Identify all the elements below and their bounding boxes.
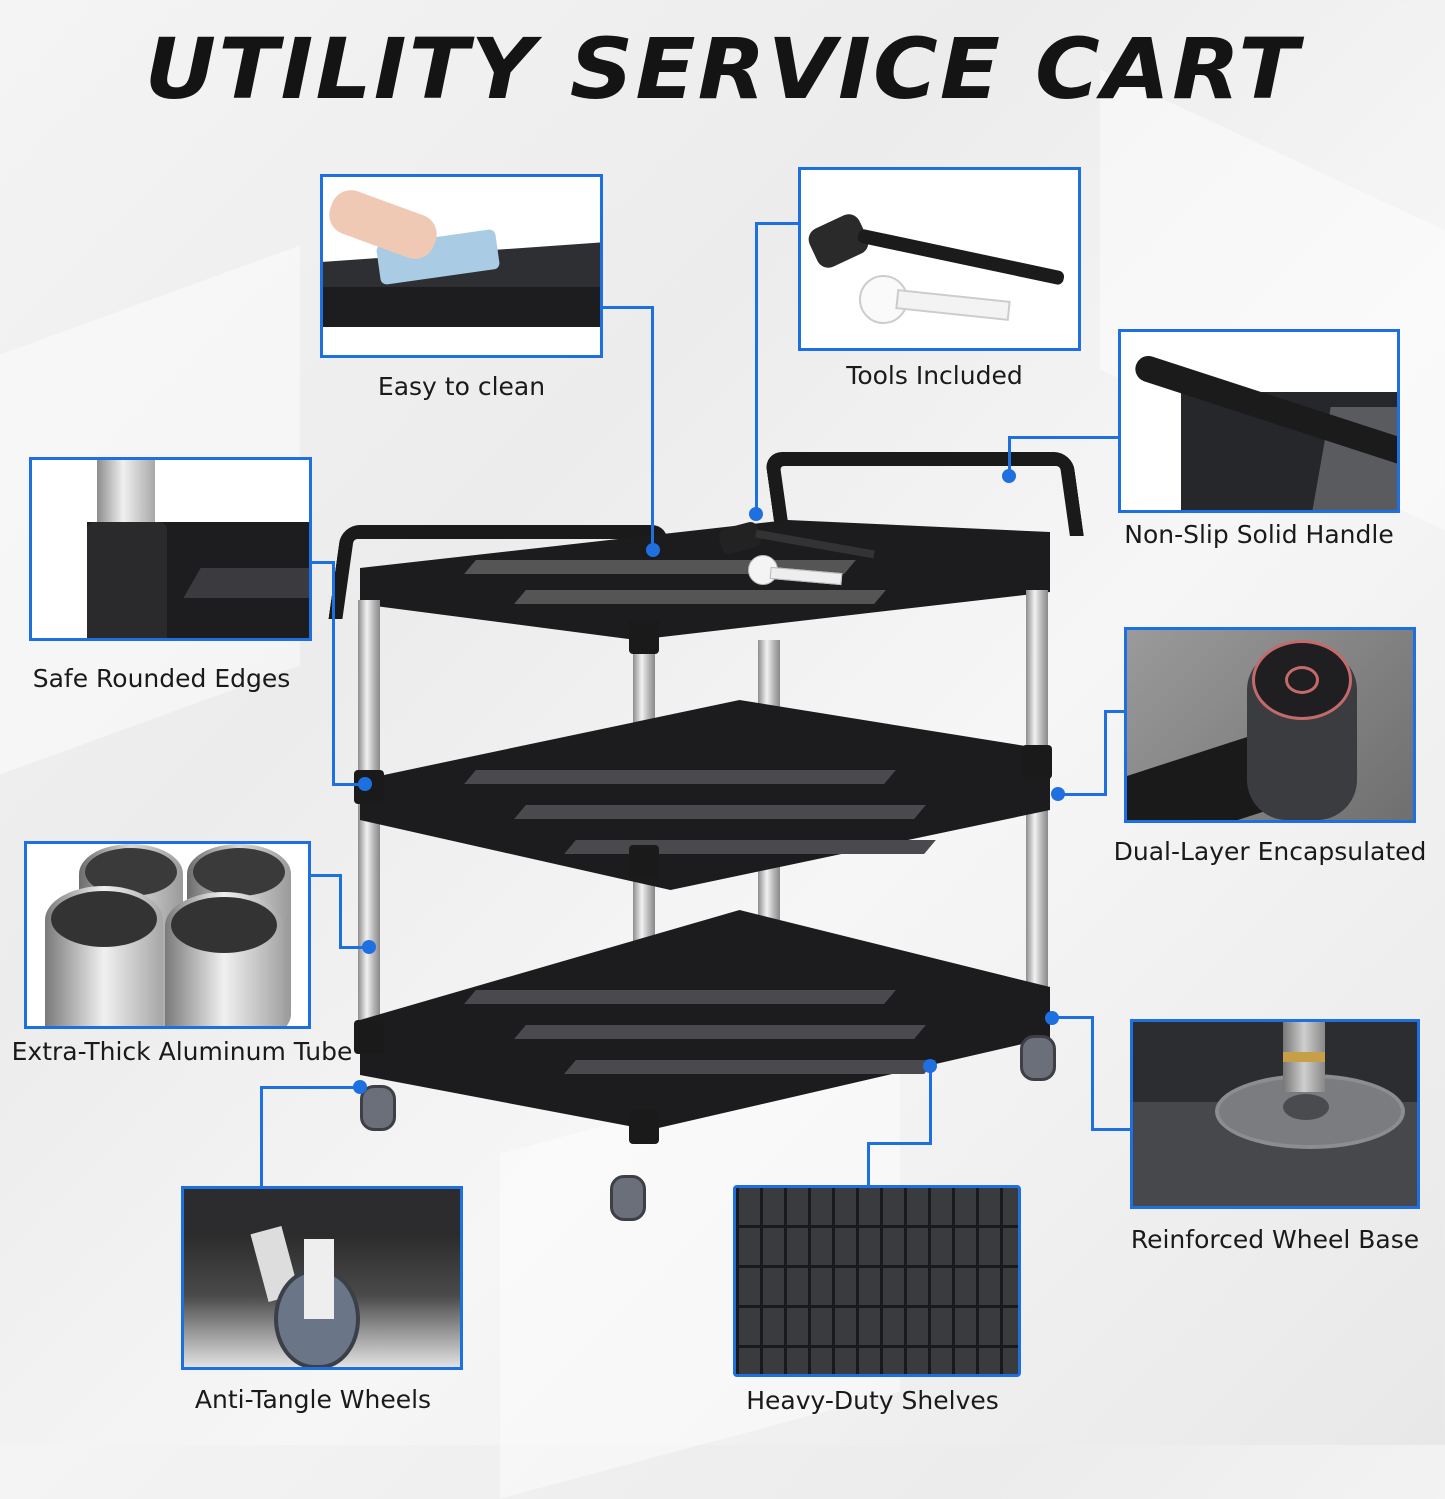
connector-line xyxy=(1010,436,1118,439)
connector-line xyxy=(339,874,342,948)
caster-wheel xyxy=(360,1085,396,1131)
tube-icon xyxy=(165,892,283,1026)
shelf-stripe xyxy=(464,770,896,784)
connector-line xyxy=(1091,1128,1130,1131)
connector-line xyxy=(332,561,335,785)
pole-collar xyxy=(629,1110,659,1144)
feature-image-reinforced-wheel-base xyxy=(1130,1019,1420,1209)
tube-icon xyxy=(45,886,163,1026)
connector-dot xyxy=(353,1080,367,1094)
connector-line xyxy=(867,1143,870,1185)
feature-image-extra-thick-aluminum-tube xyxy=(24,841,311,1029)
shelf-stripe xyxy=(514,590,886,604)
connector-line xyxy=(755,222,798,225)
connector-line xyxy=(1104,710,1124,713)
connector-dot xyxy=(358,777,372,791)
connector-line xyxy=(339,946,369,949)
page-title: UTILITY SERVICE CART xyxy=(144,20,1301,118)
connector-line xyxy=(1091,1018,1094,1131)
connector-dot xyxy=(1002,469,1016,483)
connector-line xyxy=(312,561,334,564)
feature-label-reinforced-wheel-base: Reinforced Wheel Base xyxy=(1130,1225,1420,1254)
connector-dot xyxy=(646,543,660,557)
feature-label-heavy-duty-shelves: Heavy-Duty Shelves xyxy=(746,1386,999,1415)
connector-line xyxy=(260,1086,263,1186)
feature-label-non-slip-solid-handle: Non-Slip Solid Handle xyxy=(1124,520,1394,549)
feature-image-dual-layer-encapsulated xyxy=(1124,627,1416,823)
shelf-stripe xyxy=(464,990,896,1004)
feature-image-easy-to-clean xyxy=(320,174,603,358)
connector-line xyxy=(260,1086,360,1089)
shelf-stripe xyxy=(514,805,926,819)
connector-line xyxy=(1052,1016,1094,1019)
shelf-stripe xyxy=(514,1025,926,1039)
connector-line xyxy=(651,306,654,550)
connector-dot xyxy=(362,940,376,954)
connector-dot xyxy=(1045,1011,1059,1025)
shelf-stripe xyxy=(564,840,936,854)
feature-image-anti-tangle-wheels xyxy=(181,1186,463,1370)
feature-label-tools-included: Tools Included xyxy=(846,361,1023,390)
feature-image-tools-included xyxy=(798,167,1081,351)
connector-line xyxy=(1058,793,1107,796)
feature-image-heavy-duty-shelves xyxy=(733,1185,1021,1377)
connector-dot xyxy=(749,507,763,521)
pole-collar xyxy=(354,1020,384,1054)
pole-collar xyxy=(629,845,659,879)
connector-line xyxy=(311,874,341,877)
pole-collar xyxy=(629,620,659,654)
connector-dot xyxy=(923,1059,937,1073)
connector-line xyxy=(603,306,653,309)
feature-label-extra-thick-aluminum-tube: Extra-Thick Aluminum Tube xyxy=(11,1037,353,1066)
feature-label-safe-rounded-edges: Safe Rounded Edges xyxy=(32,664,291,693)
shelf-stripe xyxy=(564,1060,936,1074)
connector-line xyxy=(867,1142,931,1145)
feature-label-easy-to-clean: Easy to clean xyxy=(377,372,546,401)
cart-middle-shelf xyxy=(360,700,1050,890)
pole-collar xyxy=(1022,745,1052,779)
feature-image-safe-rounded-edges xyxy=(29,457,312,641)
caster-wheel xyxy=(610,1175,646,1221)
cart-bottom-shelf xyxy=(360,910,1050,1130)
connector-line xyxy=(332,783,365,786)
feature-label-dual-layer-encapsulated: Dual-Layer Encapsulated xyxy=(1113,837,1427,866)
caster-wheel xyxy=(1020,1035,1056,1081)
feature-image-non-slip-solid-handle xyxy=(1118,329,1400,513)
connector-dot xyxy=(1051,787,1065,801)
connector-line xyxy=(1104,710,1107,795)
connector-line xyxy=(1008,436,1011,476)
feature-label-anti-tangle-wheels: Anti-Tangle Wheels xyxy=(194,1385,432,1414)
connector-line xyxy=(929,1066,932,1145)
connector-line xyxy=(755,222,758,514)
